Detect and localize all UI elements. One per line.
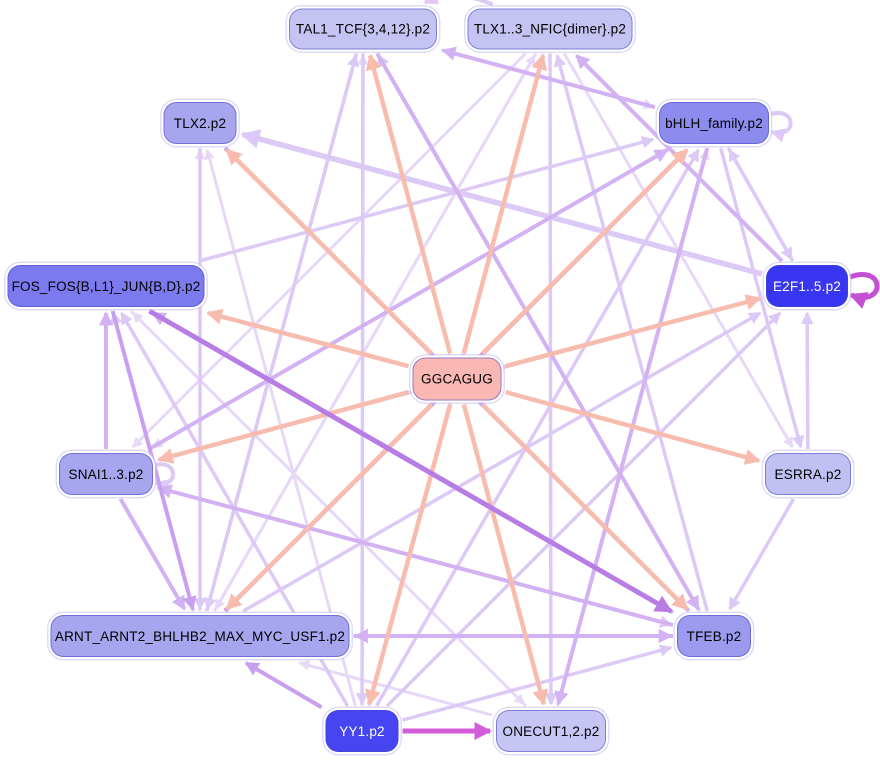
edge-ggcagug-onecut — [461, 403, 549, 706]
edge-yy1-arnt — [244, 661, 323, 709]
edge-esrra-tfeb — [728, 498, 796, 611]
edge-ggcagug-tal1 — [365, 53, 453, 355]
edge-ggcagug-tfeb — [480, 402, 689, 611]
edge-ggcagug-e2f — [504, 294, 762, 369]
node-arnt[interactable]: ARNT_ARNT2_BHLHB2_MAX_MYC_USF1.p2 — [50, 615, 350, 657]
edge-fos-tfeb — [148, 308, 673, 614]
node-ggcagug[interactable]: GGCAGUG — [412, 357, 502, 401]
edge-tlx1-arnt — [214, 52, 538, 611]
edge-snai-bhlh — [148, 148, 669, 451]
self-loop-snai — [154, 462, 175, 494]
edge-ggcagug-tlx1 — [461, 53, 548, 355]
self-loop-bhlh — [770, 110, 793, 143]
edge-arnt-e2f — [242, 311, 762, 613]
edge-ggcagug-tlx2 — [225, 148, 433, 356]
node-fos[interactable]: FOS_FOS{B,L1}_JUN{B,D}.p2 — [7, 265, 205, 307]
edge-tal1-tfeb — [375, 52, 701, 611]
node-tlx1[interactable]: TLX1..3_NFIC{dimer}.p2 — [467, 8, 633, 50]
edge-ggcagug-yy1 — [365, 403, 453, 706]
node-esrra[interactable]: ESRRA.p2 — [765, 453, 851, 495]
edge-ggcagug-bhlh — [481, 148, 689, 356]
edge-ggcagug-fos — [206, 308, 410, 369]
node-e2f[interactable]: E2F1..5.p2 — [766, 265, 848, 307]
edge-yy1-bhlh — [374, 148, 700, 707]
self-loop-e2f — [849, 272, 880, 309]
node-yy1[interactable]: YY1.p2 — [325, 710, 399, 752]
edge-tlx1-onecut — [544, 53, 558, 706]
edge-fos-bhlh — [198, 136, 655, 263]
node-bhlh[interactable]: bHLH_family.p2 — [659, 102, 769, 144]
node-onecut[interactable]: ONECUT1,2.p2 — [496, 710, 606, 752]
node-tal1[interactable]: TAL1_TCF{3,4,12}.p2 — [289, 8, 437, 50]
edge-tlx1-tal1 — [423, 0, 494, 7]
edge-yy1-e2f — [385, 311, 782, 708]
edge-tal1-yy1 — [355, 53, 369, 706]
edge-ggcagug-arnt — [225, 402, 434, 611]
edge-snai-arnt — [118, 497, 187, 611]
edge-fos-arnt — [110, 310, 197, 611]
edge-bhlh-e2f — [726, 147, 794, 261]
edge-esrra-e2f — [800, 311, 814, 450]
node-tlx2[interactable]: TLX2.p2 — [163, 102, 237, 144]
node-tfeb[interactable]: TFEB.p2 — [677, 615, 751, 657]
node-snai[interactable]: SNAI1..3.p2 — [59, 453, 153, 495]
edge-ggcagug-snai — [157, 389, 410, 464]
edge-ggcagug-esrra — [504, 389, 761, 465]
